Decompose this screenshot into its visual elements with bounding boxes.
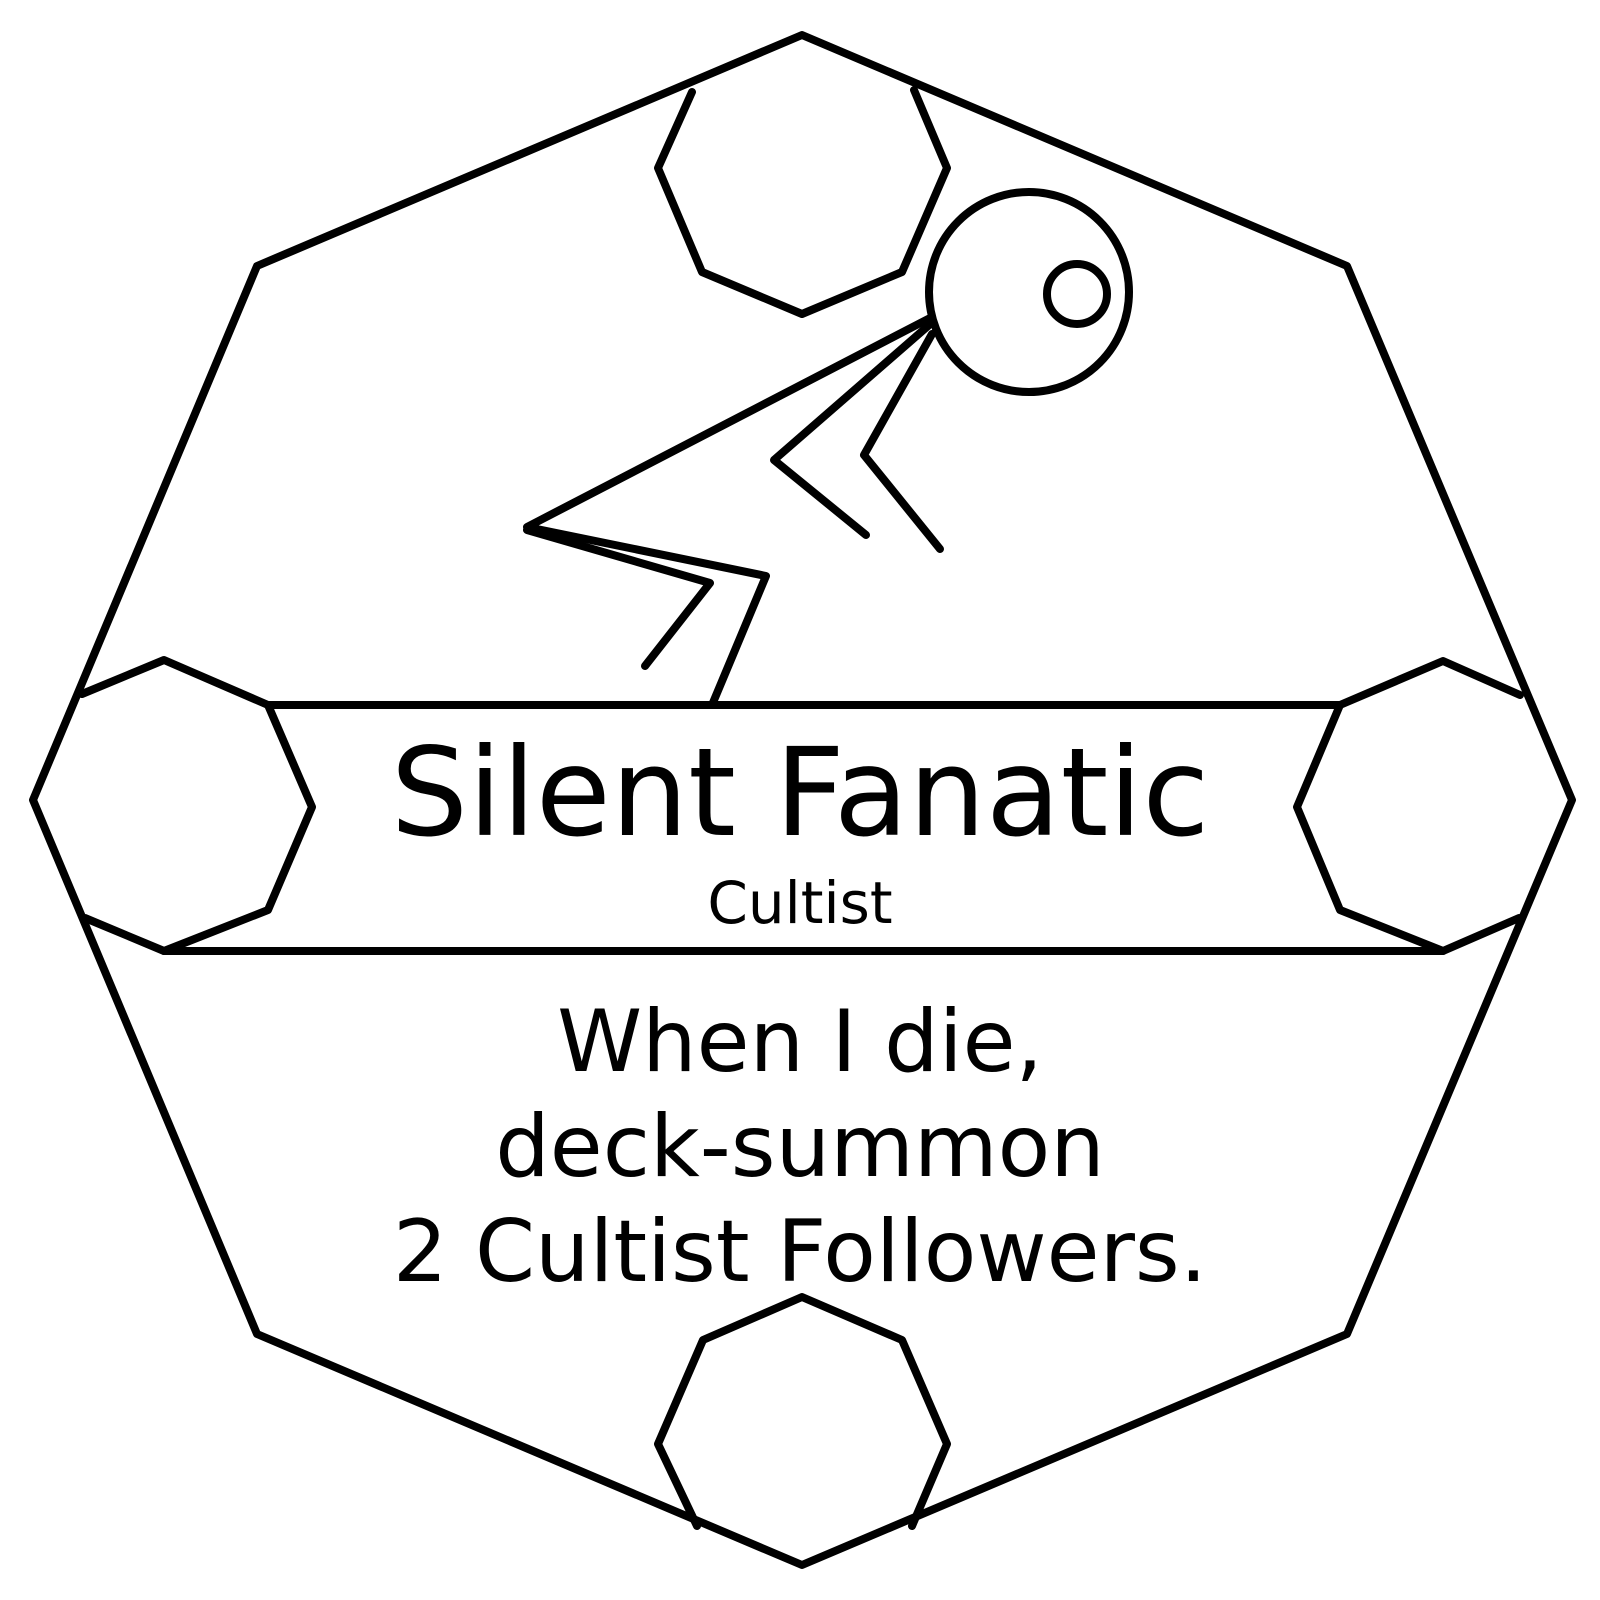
outer-octagon-border (29, 31, 1576, 1569)
figure-eye (1043, 260, 1111, 328)
figure-back-leg (523, 314, 934, 709)
figure-head (925, 188, 1133, 396)
bottom-gem-slot (654, 1293, 951, 1530)
top-gem-slot (654, 86, 951, 318)
figure-front-leg (523, 526, 714, 670)
cultist-figure-art (523, 188, 1133, 709)
figure-arm-right (860, 330, 944, 553)
figure-arm-left (770, 322, 932, 539)
